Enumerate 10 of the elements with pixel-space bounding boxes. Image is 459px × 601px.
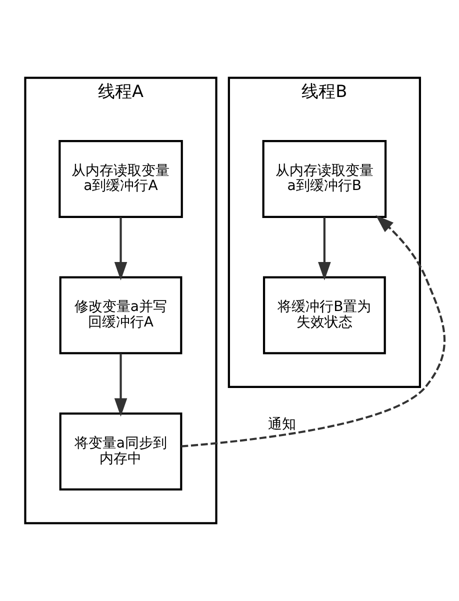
arrow: [181, 215, 446, 448]
node-box: 将变量a同步到内存中: [59, 412, 182, 490]
node-box: 将缓冲行B置为失效状态: [262, 276, 386, 354]
arrow: [114, 217, 128, 280]
node-box: 从内存读取变量a到缓冲行A: [58, 140, 183, 218]
edge-label: 通知: [268, 416, 296, 433]
arrow: [114, 353, 128, 417]
arrow: [318, 217, 331, 280]
node-box: 修改变量a并写回缓冲行A: [59, 276, 182, 354]
node-box: 从内存读取变量a到缓冲行B: [262, 140, 387, 218]
